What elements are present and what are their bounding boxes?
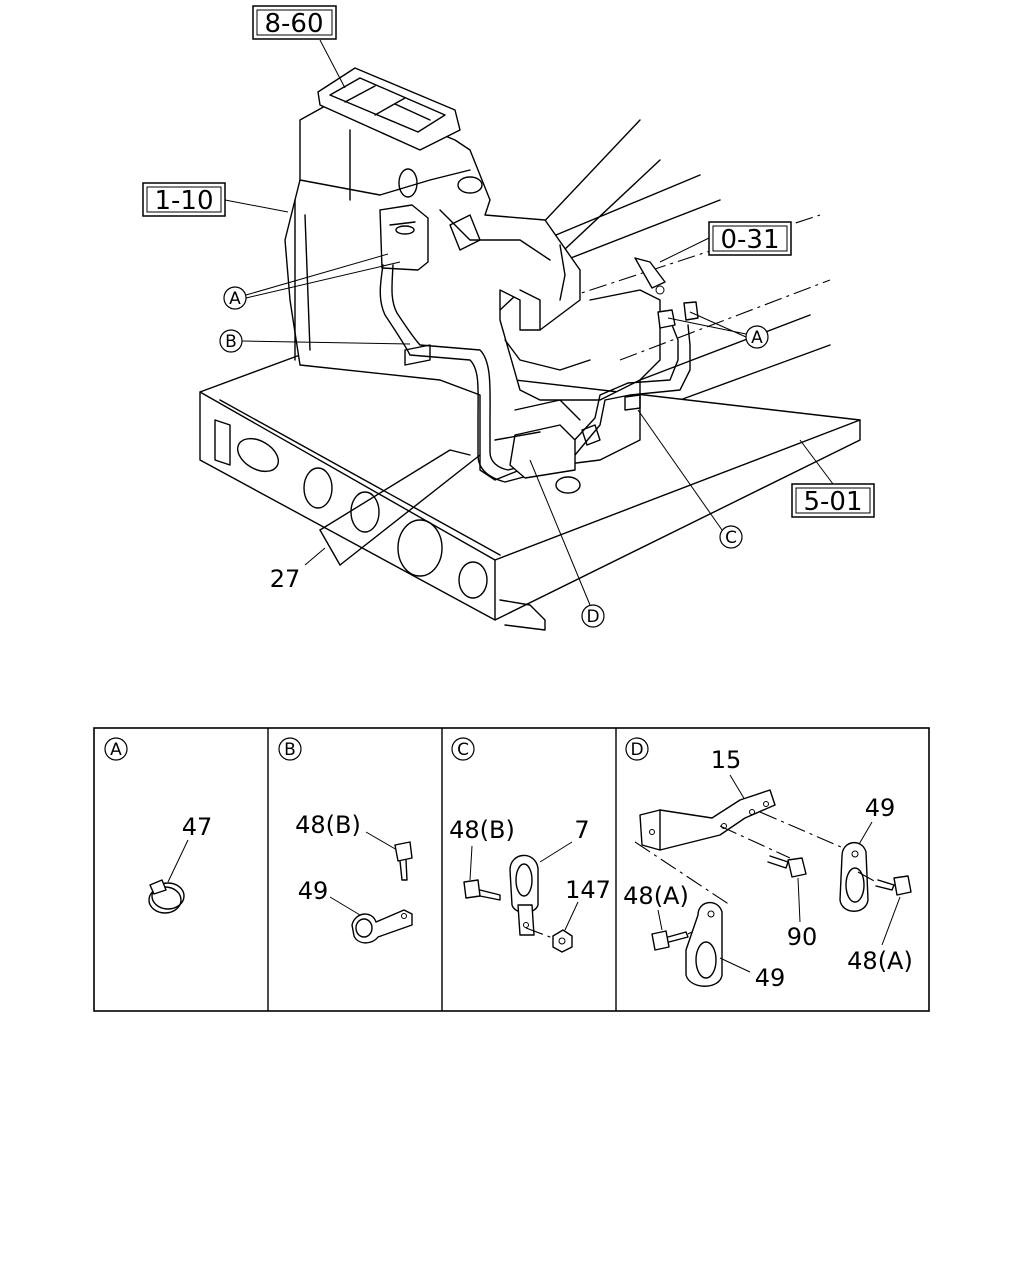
ref-label-8-60: 8-60 [264,9,323,39]
panel-a-letter: A [110,740,122,760]
leader-1-10 [224,199,289,213]
part-147-label[interactable]: 147 [565,876,611,904]
bracket-15 [639,789,776,851]
leader-c [637,409,723,531]
bolt-48a-left [651,930,689,951]
ref-box-0-31[interactable]: 0-31 [708,221,792,256]
hose-clamp-47 [148,879,185,914]
leader-0-31 [659,237,710,263]
callout-b[interactable]: B [219,329,243,353]
part-49-label-d-bottom[interactable]: 49 [755,964,786,992]
callout-a-right-label: A [751,328,763,348]
leader-8-60 [319,39,346,89]
part-number-27[interactable]: 27 [270,565,301,593]
leader-5-01 [799,439,834,485]
part-47-label[interactable]: 47 [182,813,213,841]
callout-a-left[interactable]: A [223,286,247,310]
ref-label-0-31: 0-31 [720,225,779,255]
panel-c-letter: C [457,740,469,760]
clip-49-d-top [839,842,869,912]
part-15-label[interactable]: 15 [711,746,742,774]
leader-b [241,340,411,345]
bolt-90 [767,855,807,878]
panel-b-badge [278,737,302,761]
ref-box-5-01[interactable]: 5-01 [791,483,875,518]
part-49-label-d-top[interactable]: 49 [865,794,896,822]
leader-a-right [667,311,747,338]
bolt-48b-c [463,879,501,901]
callout-a-right[interactable]: A [745,325,769,349]
ref-box-8-60[interactable]: 8-60 [252,5,337,40]
bolt-48b [394,841,413,881]
detail-panel-c: C 48(B) 7 147 [449,737,611,953]
panel-a-badge [104,737,128,761]
part-90-label[interactable]: 90 [787,923,818,951]
detail-panel-a: A 47 [104,737,213,914]
callout-d[interactable]: D [581,604,605,628]
clip-7 [509,854,539,936]
leader-a-left [245,253,401,299]
detail-panel-b: B 48(B) 49 [278,737,413,944]
assembly-drawing [199,67,861,631]
clip-49-d-bottom [685,901,723,987]
detail-panel-frame [93,727,930,1012]
callout-c[interactable]: C [719,525,743,549]
panel-c-badge [451,737,475,761]
callout-c-label: C [725,528,737,548]
part-48a-label-right[interactable]: 48(A) [847,947,913,975]
part-48b-label-c[interactable]: 48(B) [449,816,515,844]
leader-27 [304,547,326,566]
callout-b-label: B [225,332,237,352]
part-48b-label[interactable]: 48(B) [295,811,361,839]
panel-d-letter: D [630,740,643,760]
part-7-label[interactable]: 7 [574,816,589,844]
callout-a-left-label: A [229,289,241,309]
panel-b-letter: B [284,740,296,760]
ref-box-1-10[interactable]: 1-10 [142,182,226,217]
ref-label-5-01: 5-01 [803,487,862,517]
detail-panel-d: D 15 49 48(A) [623,737,913,992]
bolt-48a-right [875,875,912,896]
clip-49-b [351,909,413,944]
part-49-label-b[interactable]: 49 [298,877,329,905]
nut-147 [552,929,573,953]
callout-d-label: D [586,607,599,627]
panel-d-badge [625,737,649,761]
ref-label-1-10: 1-10 [154,186,213,216]
part-48a-label-left[interactable]: 48(A) [623,882,689,910]
leader-d [529,459,591,606]
